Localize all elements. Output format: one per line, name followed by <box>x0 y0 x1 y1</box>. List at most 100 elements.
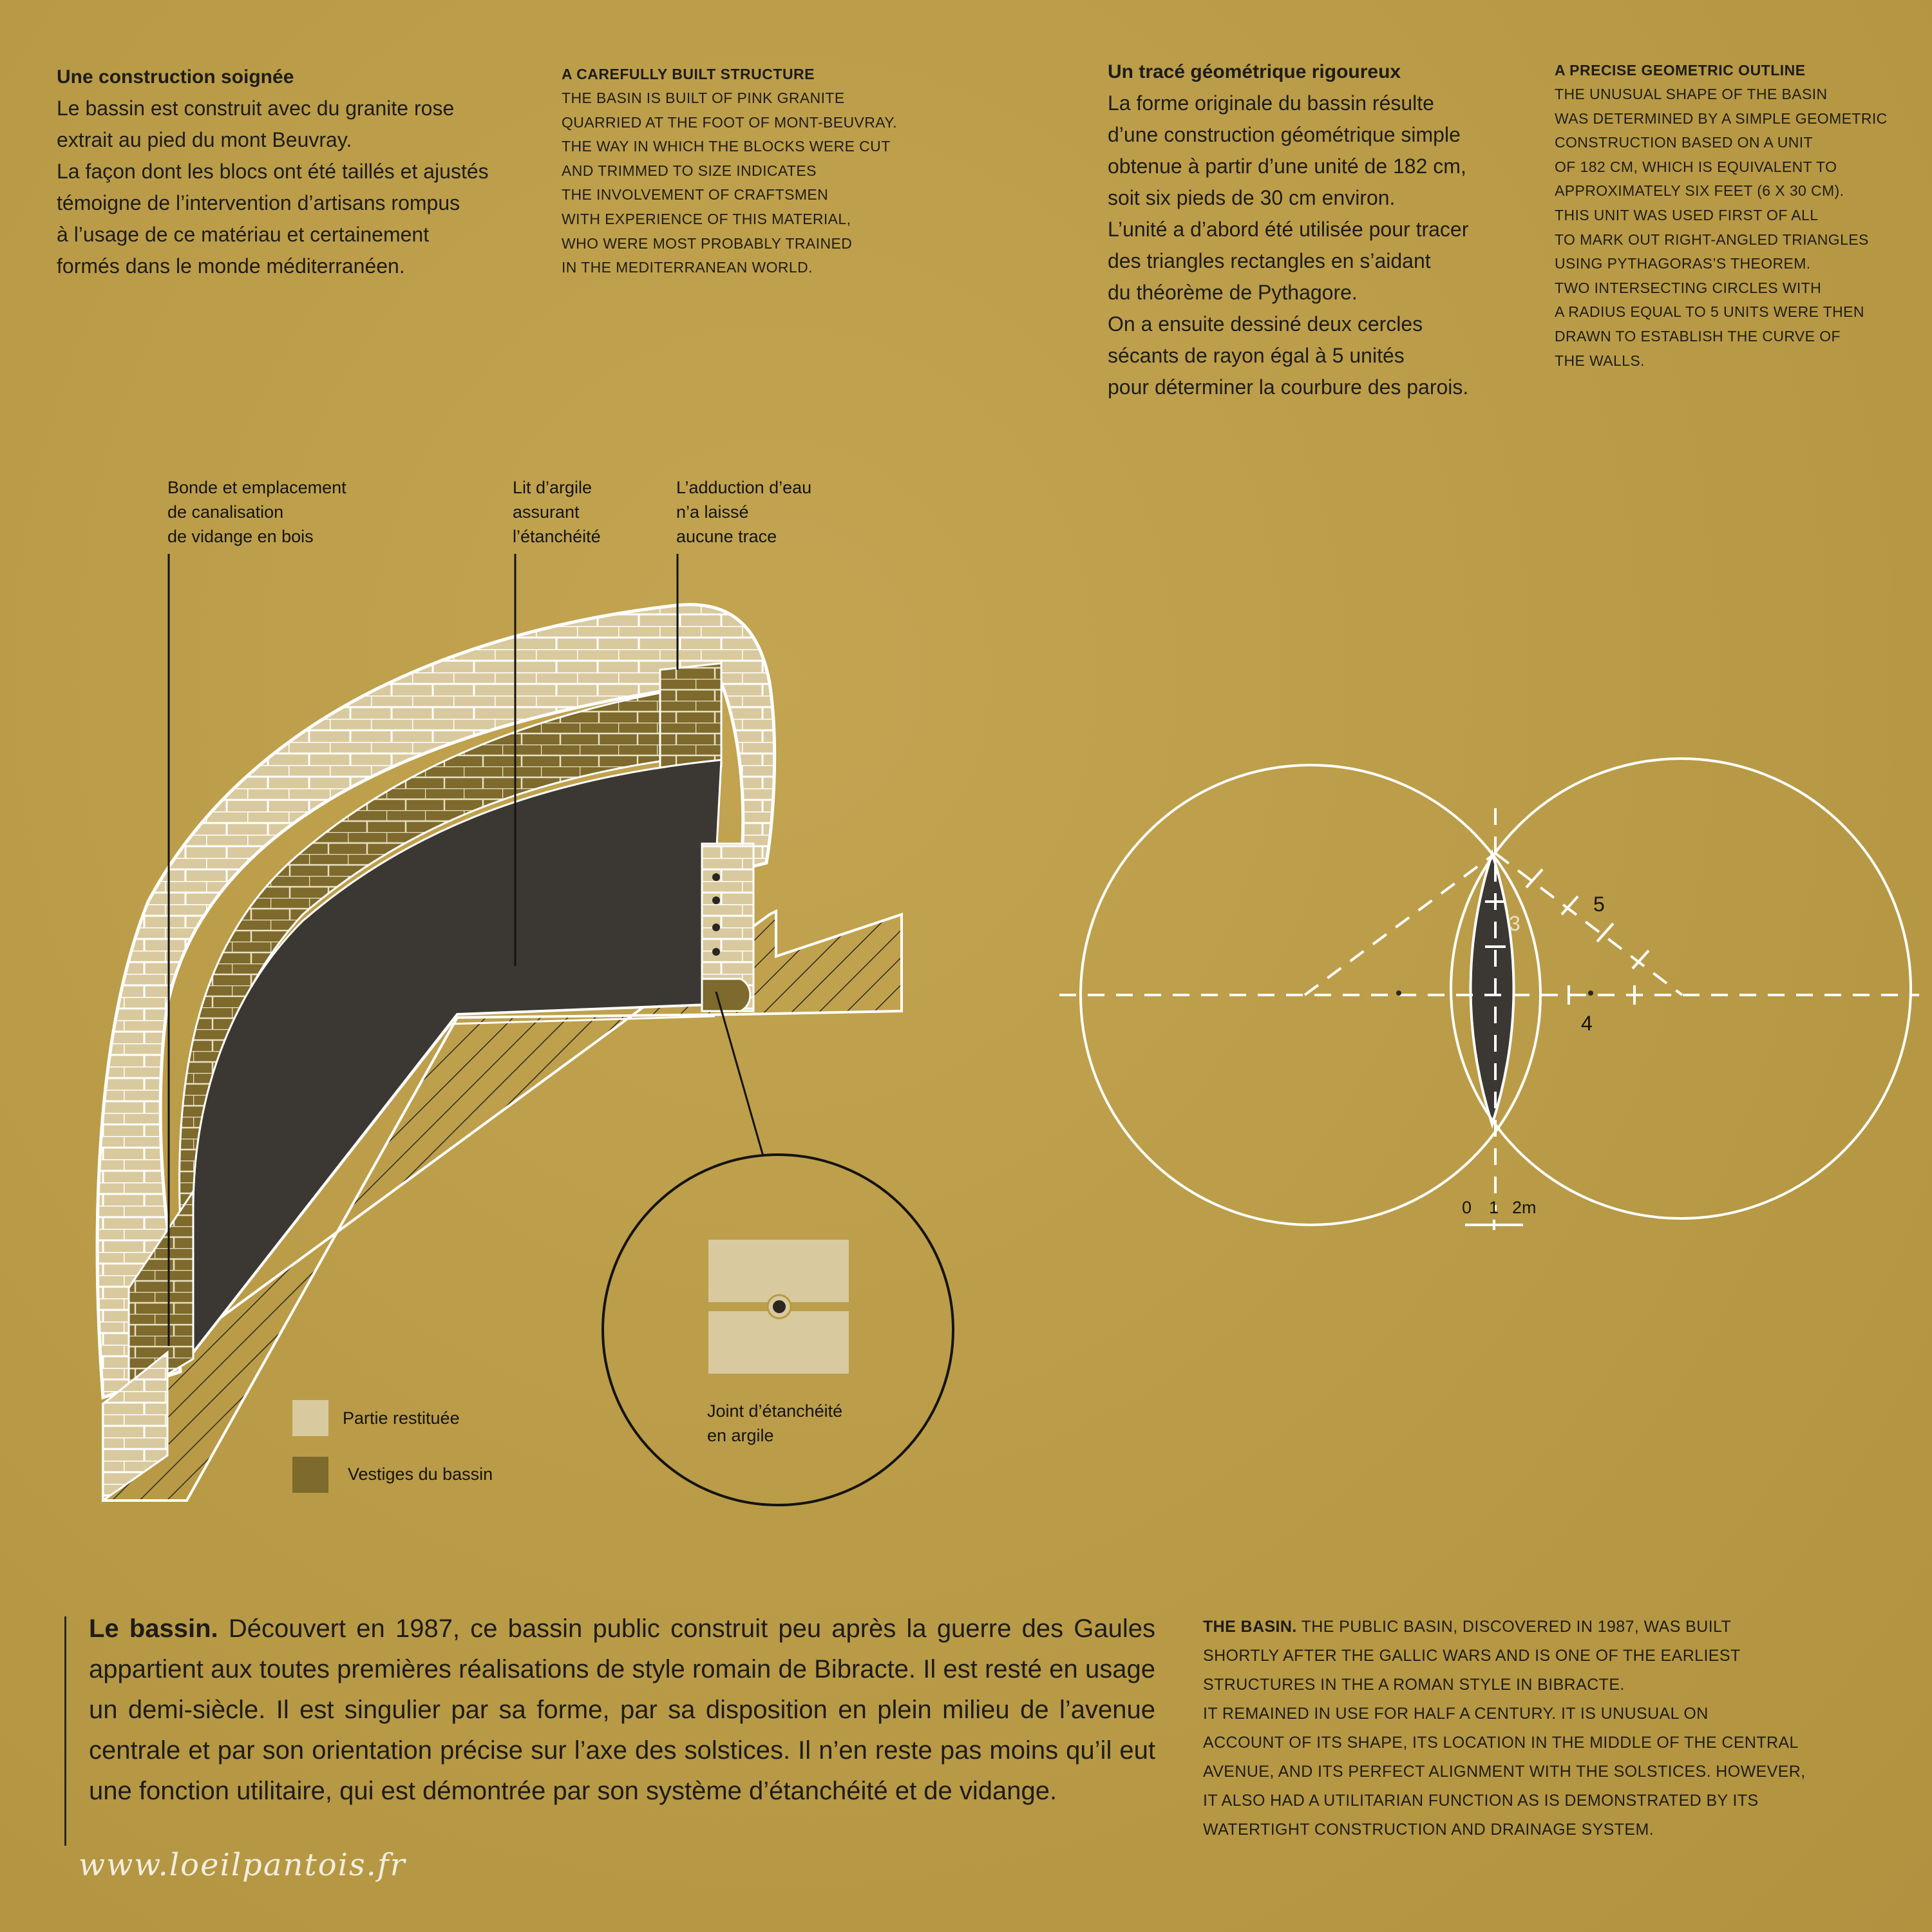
clay-bed-label-line: Lit d’argile <box>513 478 592 497</box>
left-circle <box>1079 764 1542 1226</box>
scale-label-1: 1 <box>1489 1198 1499 1217</box>
legend-swatch-remains <box>292 1457 328 1493</box>
geometry-en-line: THE UNUSUAL SHAPE OF THE BASIN <box>1555 86 1828 102</box>
tick-mark <box>1525 868 1544 889</box>
geometry-en-line: THIS UNIT WAS USED FIRST OF ALL <box>1555 206 1819 223</box>
geometry-fr-line: L’unité a d’abord été utilisée pour trac… <box>1108 218 1469 241</box>
geometry-fr-line: On a ensuite dessiné deux cercles <box>1108 312 1423 336</box>
legend-label-remains: Vestiges du bassin <box>348 1464 493 1484</box>
center-dot <box>1396 990 1401 996</box>
drain-label-line: Bonde et emplacement <box>167 478 346 497</box>
clay-bed-label-line: assurant <box>513 502 580 522</box>
basin-rim-restored <box>95 603 777 1400</box>
drain-label-line: de canalisation <box>167 502 284 522</box>
geometry-fr-title: Un tracé géométrique rigoureux <box>1108 61 1401 82</box>
geometry-fr-block: Un tracé géométrique rigoureux La forme … <box>1108 59 1520 403</box>
geometry-fr-line: soit six pieds de 30 cm environ. <box>1108 186 1396 209</box>
geometry-en-line: THE WALLS. <box>1555 352 1645 369</box>
construction-fr-line: formés dans le monde méditerranéen. <box>57 254 405 278</box>
joint-leader-line <box>715 991 764 1157</box>
bottom-vertical-rule <box>64 1616 66 1846</box>
front-wall-steps <box>102 1350 169 1502</box>
bottom-en-line: IT REMAINED IN USE FOR HALF A CENTURY. I… <box>1203 1705 1709 1723</box>
geometry-en-line: OF 182 CM, WHICH IS EQUIVALENT TO <box>1555 158 1837 175</box>
construction-en-line: THE WAY IN WHICH THE BLOCKS WERE CUT <box>562 138 891 155</box>
construction-en-title: A CAREFULLY BUILT STRUCTURE <box>562 66 815 82</box>
construction-en-line: AND TRIMMED TO SIZE INDICATES <box>562 162 817 179</box>
joint-label: Joint d’étanchéité en argile <box>707 1399 842 1448</box>
joint-label-line: Joint d’étanchéité <box>707 1401 843 1421</box>
clay-bed-line <box>182 1015 715 1366</box>
geometry-fr-line: sécants de rayon égal à 5 unités <box>1108 344 1405 367</box>
geometry-en-line: DRAWN TO ESTABLISH THE CURVE OF <box>1555 327 1841 345</box>
triangle-right-hypotenuse <box>1494 852 1683 996</box>
construction-en-block: A CAREFULLY BUILT STRUCTURE THE BASIN IS… <box>562 64 922 280</box>
construction-en-line: THE INVOLVEMENT OF CRAFTSMEN <box>562 186 829 204</box>
construction-fr-line: Le bassin est construit avec du granite … <box>57 97 455 120</box>
bottom-fr-lead: Le bassin. <box>89 1615 218 1643</box>
geometry-fr-line: d’une construction géométrique simple <box>1108 123 1461 146</box>
drain-label-line: de vidange en bois <box>167 527 314 546</box>
bottom-en-line: SHORTLY AFTER THE GALLIC WARS AND IS ONE… <box>1203 1647 1741 1665</box>
water-supply-label-line: aucune trace <box>676 527 777 546</box>
drain-label: Bonde et emplacement de canalisation de … <box>167 475 346 549</box>
joint-dot <box>712 896 720 904</box>
geometric-construction: 3 5 4 0 1 2m <box>1059 757 1919 1230</box>
triangle-left-hypotenuse <box>1303 852 1497 996</box>
bottom-en-line-text: THE PUBLIC BASIN, DISCOVERED IN 1987, WA… <box>1296 1618 1732 1636</box>
water-supply-label: L’adduction d’eau n’a laissé aucune trac… <box>676 475 811 549</box>
clay-bed-label-line: l’étanchéité <box>513 527 601 546</box>
construction-fr-block: Une construction soignée Le bassin est c… <box>57 64 520 282</box>
segment-label-5: 5 <box>1593 893 1605 916</box>
water-supply-label-line: L’adduction d’eau <box>676 478 812 497</box>
construction-en-line: WHO WERE MOST PROBABLY TRAINED <box>562 234 853 252</box>
bottom-fr-text: Découvert en 1987, ce bassin public cons… <box>89 1615 1155 1805</box>
construction-fr-line: extrait au pied du mont Beuvray. <box>57 128 352 151</box>
tick-mark <box>1631 949 1650 970</box>
geometry-en-line: A RADIUS EQUAL TO 5 UNITS WERE THEN <box>1555 303 1864 321</box>
construction-en-line: IN THE MEDITERRANEAN WORLD. <box>562 259 813 276</box>
bottom-en-line: ACCOUNT OF ITS SHAPE, ITS LOCATION IN TH… <box>1203 1734 1799 1752</box>
drain-outlet <box>701 978 752 1012</box>
geometry-en-line: APPROXIMATELY SIX FEET (6 X 30 CM). <box>1555 182 1844 200</box>
tick-mark <box>1560 895 1579 916</box>
segment-label-4: 4 <box>1581 1012 1593 1035</box>
joint-dot <box>712 923 720 931</box>
scale-label-0: 0 <box>1462 1198 1472 1217</box>
geometry-en-block: A PRECISE GEOMETRIC OUTLINE THE UNUSUAL … <box>1555 61 1915 373</box>
geometry-fr-line: pour déterminer la courbure des parois. <box>1108 375 1469 399</box>
right-circle <box>1450 757 1912 1220</box>
construction-fr-line: témoigne de l’intervention d’artisans ro… <box>57 191 460 214</box>
geometry-en-line: USING PYTHAGORAS’S THEOREM. <box>1555 255 1811 272</box>
basin-corner-remains <box>659 662 723 774</box>
tick-mark <box>1596 922 1615 943</box>
geometry-fr-line: du théorème de Pythagore. <box>1108 281 1358 304</box>
legend-label-restored: Partie restituée <box>343 1408 460 1428</box>
clay-bed-label: Lit d’argile assurant l’étanchéité <box>513 475 601 549</box>
construction-en-line: WITH EXPERIENCE OF THIS MATERIAL, <box>562 210 851 227</box>
bottom-en-paragraph: THE BASIN. THE PUBLIC BASIN, DISCOVERED … <box>1203 1613 1911 1844</box>
geometry-en-line: TO MARK OUT RIGHT-ANGLED TRIANGLES <box>1555 231 1869 248</box>
geometry-en-line: CONSTRUCTION BASED ON A UNIT <box>1555 134 1813 151</box>
joint-detail-block-top <box>708 1240 849 1302</box>
joint-detail-block-bottom <box>708 1311 849 1374</box>
watermark: www.loeilpantois.fr <box>79 1847 406 1883</box>
joint-detail-circle <box>601 1153 954 1506</box>
construction-en-line: THE BASIN IS BUILT OF PINK GRANITE <box>562 90 845 106</box>
joint-detail-seal-core <box>773 1300 786 1313</box>
segment-label-3: 3 <box>1509 912 1520 935</box>
legend-swatch-restored <box>292 1400 328 1436</box>
water-supply-label-line: n’a laissé <box>676 502 749 522</box>
joint-label-line: en argile <box>707 1426 774 1445</box>
joint-dot <box>712 948 720 956</box>
geometry-fr-line: La forme originale du bassin résulte <box>1108 91 1434 115</box>
joint-dot <box>712 873 720 881</box>
geometry-en-line: TWO INTERSECTING CIRCLES WITH <box>1555 279 1822 296</box>
construction-en-line: QUARRIED AT THE FOOT OF MONT-BEUVRAY. <box>562 113 897 131</box>
geometry-fr-line: des triangles rectangles en s’aidant <box>1108 249 1431 272</box>
geometry-fr-line: obtenue à partir d’une unité de 182 cm, <box>1108 155 1466 178</box>
lens-shape <box>1469 849 1515 1129</box>
bottom-en-line: STRUCTURES IN THE A ROMAN STYLE IN BIBRA… <box>1203 1676 1625 1694</box>
construction-fr-title: Une construction soignée <box>57 66 294 88</box>
construction-fr-line: à l’usage de ce matériau et certainement <box>57 223 430 246</box>
